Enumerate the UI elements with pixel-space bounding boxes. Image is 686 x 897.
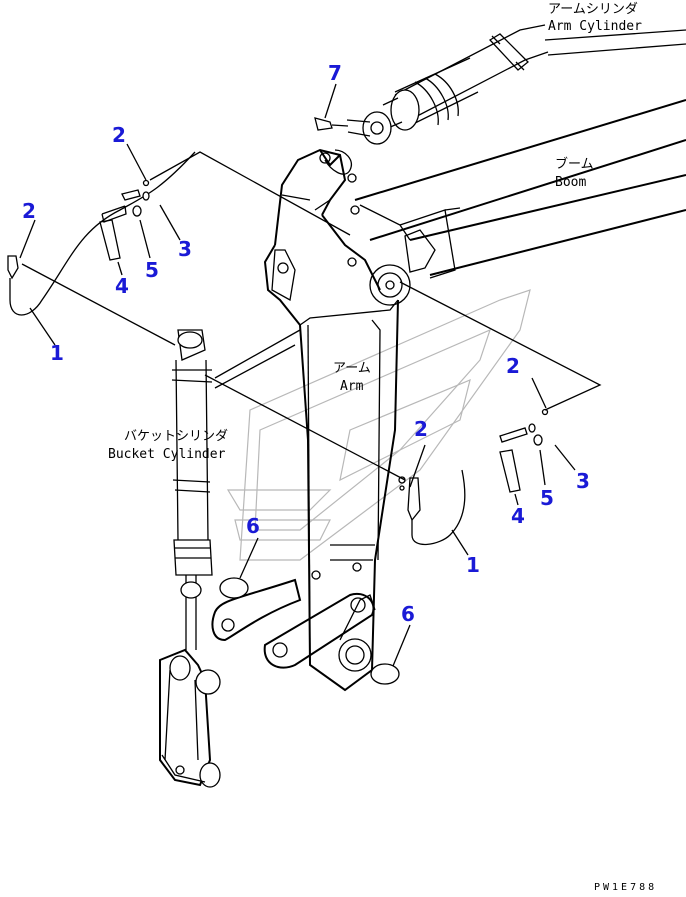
boom xyxy=(354,99,686,306)
arm xyxy=(263,148,399,692)
arm-en-label: Arm xyxy=(340,379,364,394)
callout-right-3: 3 xyxy=(576,469,590,493)
callout-7: 7 xyxy=(328,61,342,85)
arm-jp-label: アーム xyxy=(333,361,371,376)
bucket-linkage xyxy=(159,578,375,788)
bucket-cylinder-jp-label: バケットシリンダ xyxy=(124,429,228,444)
arm-cylinder-jp-label: アームシリンダ xyxy=(548,2,638,17)
callout-left-4: 4 xyxy=(115,274,129,298)
callout-left-3: 3 xyxy=(178,237,192,261)
callout-6-left: 6 xyxy=(246,514,260,538)
boom-en-label: Boom xyxy=(555,175,586,190)
callout-left-1: 1 xyxy=(50,341,64,365)
boom-jp-label: ブーム xyxy=(555,156,594,172)
arm-cylinder xyxy=(346,24,686,145)
callout-left-2-top: 2 xyxy=(112,123,126,147)
grease-fitting-7 xyxy=(314,83,349,131)
callout-right-5: 5 xyxy=(540,486,554,510)
right-grease-hose-assembly xyxy=(204,281,602,556)
bucket-cylinder xyxy=(171,329,301,650)
callout-right-4: 4 xyxy=(511,504,525,528)
cap-6-right xyxy=(370,624,411,685)
cap-6-left xyxy=(219,537,259,599)
callout-left-5: 5 xyxy=(145,258,159,282)
callout-left-2-side: 2 xyxy=(22,199,36,223)
callout-right-2-top: 2 xyxy=(506,354,520,378)
watermark xyxy=(226,289,531,561)
callout-right-2-side: 2 xyxy=(414,417,428,441)
drawing-code: PW1E788 xyxy=(594,882,657,893)
callout-right-1: 1 xyxy=(466,553,480,577)
arm-cylinder-en-label: Arm Cylinder xyxy=(548,19,642,34)
callout-6-right: 6 xyxy=(401,602,415,626)
left-grease-hose-assembly xyxy=(7,143,351,346)
bucket-cylinder-en-label: Bucket Cylinder xyxy=(108,447,226,462)
